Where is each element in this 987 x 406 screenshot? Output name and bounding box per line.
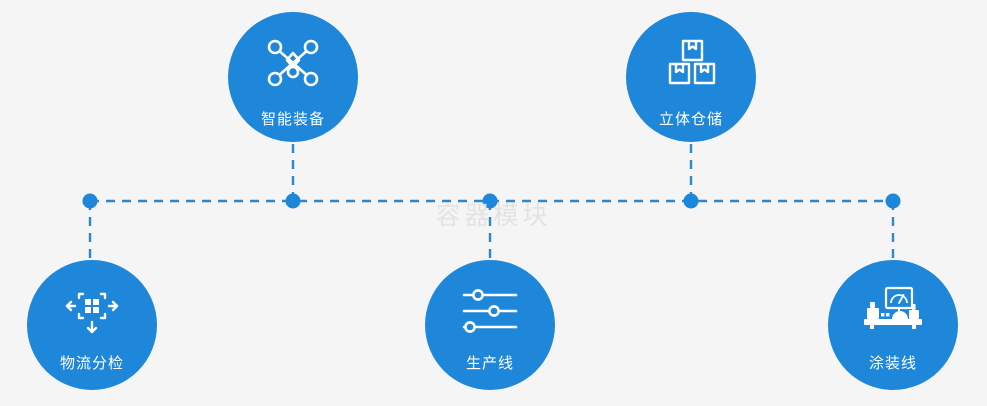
axis-dot-coating-line[interactable]	[885, 193, 901, 209]
node-label-production-line: 生产线	[465, 354, 514, 372]
axis-dot-stereoscopic-warehouse[interactable]	[683, 193, 699, 209]
axis-dot-logistics-sorting[interactable]	[82, 193, 98, 209]
network-nodes-icon	[228, 34, 358, 92]
axis-dot-production-line[interactable]	[482, 193, 498, 209]
node-circle-production-line[interactable]	[425, 260, 555, 390]
node-label-intelligent-equipment: 智能装备	[260, 110, 325, 128]
node-label-logistics-sorting: 物流分检	[59, 354, 124, 372]
node-circle-stereoscopic-warehouse[interactable]	[626, 12, 756, 142]
stacked-boxes-icon	[626, 34, 756, 92]
sorting-arrows-icon	[27, 282, 157, 340]
factory-machine-icon	[828, 282, 958, 340]
sliders-icon	[425, 282, 555, 340]
node-label-coating-line: 涂装线	[868, 354, 917, 372]
node-label-stereoscopic-warehouse: 立体仓储	[658, 110, 723, 128]
axis-dot-intelligent-equipment[interactable]	[285, 193, 301, 209]
